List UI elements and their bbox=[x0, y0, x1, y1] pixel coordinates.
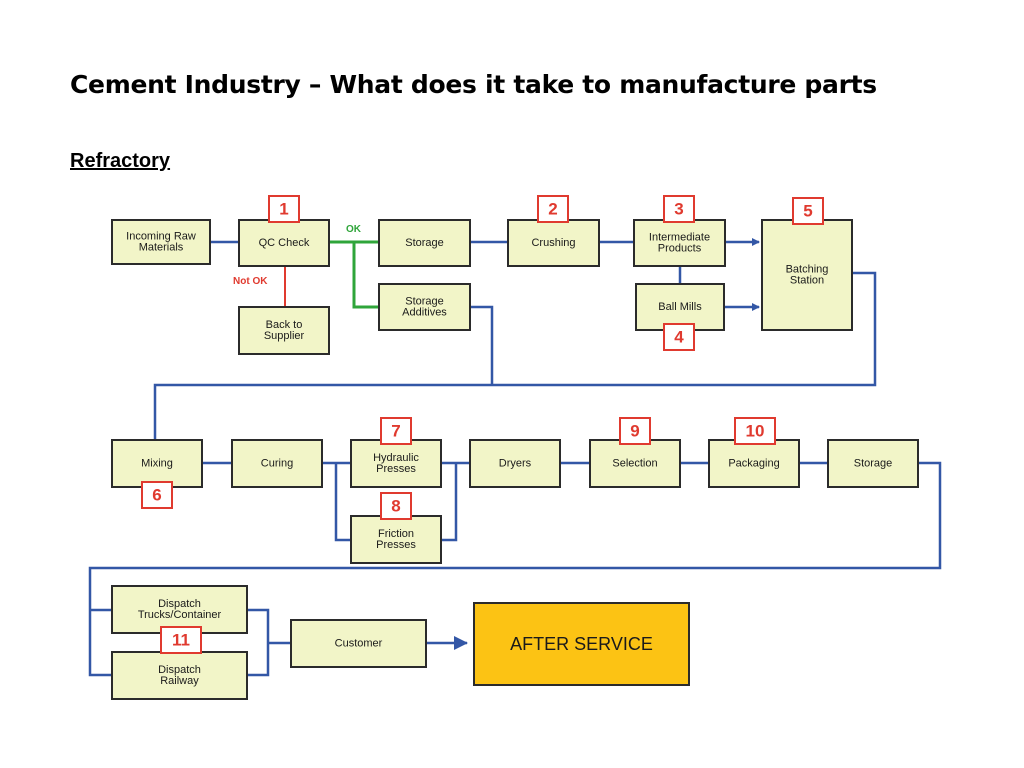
section-heading: Refractory bbox=[70, 150, 171, 172]
connector-line bbox=[441, 463, 458, 542]
selection-box: Selection bbox=[589, 439, 681, 488]
connector-line bbox=[153, 271, 877, 440]
box-label: Presses bbox=[376, 539, 416, 551]
customer-box: Customer bbox=[290, 619, 427, 668]
step-number: 1 bbox=[279, 200, 288, 219]
box-label: Friction bbox=[378, 528, 414, 540]
step-number: 6 bbox=[152, 486, 161, 505]
step-badge-3: 3 bbox=[663, 195, 695, 223]
box-label: Supplier bbox=[264, 330, 305, 342]
ball-mills-box: Ball Mills bbox=[635, 283, 725, 331]
box-label: Materials bbox=[139, 242, 184, 254]
box-label: Customer bbox=[335, 638, 383, 650]
box-label: Back to bbox=[266, 319, 303, 331]
packaging-box: Packaging bbox=[708, 439, 800, 488]
step-badge-9: 9 bbox=[619, 417, 651, 445]
connector-line bbox=[334, 463, 351, 542]
box-label: Railway bbox=[160, 675, 199, 687]
box-label: Packaging bbox=[728, 458, 779, 470]
box-label: Batching bbox=[786, 264, 829, 276]
step-number: 9 bbox=[630, 422, 639, 441]
box-label: Storage bbox=[405, 296, 444, 308]
connectors bbox=[88, 238, 942, 677]
box-label: Mixing bbox=[141, 458, 173, 470]
storage1-box: Storage bbox=[378, 219, 471, 267]
curing-box: Curing bbox=[231, 439, 323, 488]
box-label: AFTER SERVICE bbox=[510, 634, 653, 654]
step-badge-4: 4 bbox=[663, 323, 695, 351]
box-label: Ball Mills bbox=[658, 301, 702, 313]
step-badge-8: 8 bbox=[380, 492, 412, 520]
dryers-box: Dryers bbox=[469, 439, 561, 488]
box-label: Dispatch bbox=[158, 598, 201, 610]
step-number: 8 bbox=[391, 497, 400, 516]
box-label: Additives bbox=[402, 307, 447, 319]
box-label: Selection bbox=[612, 458, 657, 470]
box-label: Dispatch bbox=[158, 664, 201, 676]
box-label: Presses bbox=[376, 463, 416, 475]
connector-line bbox=[247, 608, 270, 677]
status-labels: OK Not OK bbox=[233, 224, 362, 287]
box-label: Dryers bbox=[499, 458, 532, 470]
connector-line bbox=[88, 461, 942, 677]
step-badge-6: 6 bbox=[141, 481, 173, 509]
after-service-box: AFTER SERVICE bbox=[473, 602, 690, 686]
step-badge-5: 5 bbox=[792, 197, 824, 225]
qc-check-box: QC Check bbox=[238, 219, 330, 267]
box-label: Station bbox=[790, 275, 824, 287]
crushing-box: Crushing bbox=[507, 219, 600, 267]
step-number: 7 bbox=[391, 422, 400, 441]
not-ok-label: Not OK bbox=[233, 276, 268, 287]
box-label: Incoming Raw bbox=[126, 231, 196, 243]
step-badge-2: 2 bbox=[537, 195, 569, 223]
step-badge-10: 10 bbox=[734, 417, 776, 445]
page-title: Cement Industry – What does it take to m… bbox=[70, 70, 877, 99]
step-badges: 1 2 3 4 5 6 7 8 9 10 11 bbox=[141, 195, 824, 654]
box-label: Crushing bbox=[531, 237, 575, 249]
box-label: QC Check bbox=[259, 237, 310, 249]
connector-line bbox=[470, 305, 494, 385]
step-number: 2 bbox=[548, 200, 557, 219]
storage2-box: Storage bbox=[827, 439, 919, 488]
step-number: 4 bbox=[674, 328, 684, 347]
step-number: 5 bbox=[803, 202, 812, 221]
box-label: Storage bbox=[405, 237, 444, 249]
step-number: 3 bbox=[674, 200, 683, 219]
ok-connector bbox=[352, 242, 379, 309]
step-badge-11: 11 bbox=[160, 626, 202, 654]
step-number: 10 bbox=[746, 422, 765, 441]
step-badge-1: 1 bbox=[268, 195, 300, 223]
box-label: Products bbox=[658, 243, 702, 255]
box-label: Hydraulic bbox=[373, 452, 419, 464]
box-label: Storage bbox=[854, 458, 893, 470]
mixing-box: Mixing bbox=[111, 439, 203, 488]
step-badge-7: 7 bbox=[380, 417, 412, 445]
box-label: Trucks/Container bbox=[138, 609, 222, 621]
box-label: Curing bbox=[261, 458, 293, 470]
step-number: 11 bbox=[172, 631, 190, 650]
box-label: Intermediate bbox=[649, 232, 710, 244]
ok-label: OK bbox=[346, 224, 362, 235]
